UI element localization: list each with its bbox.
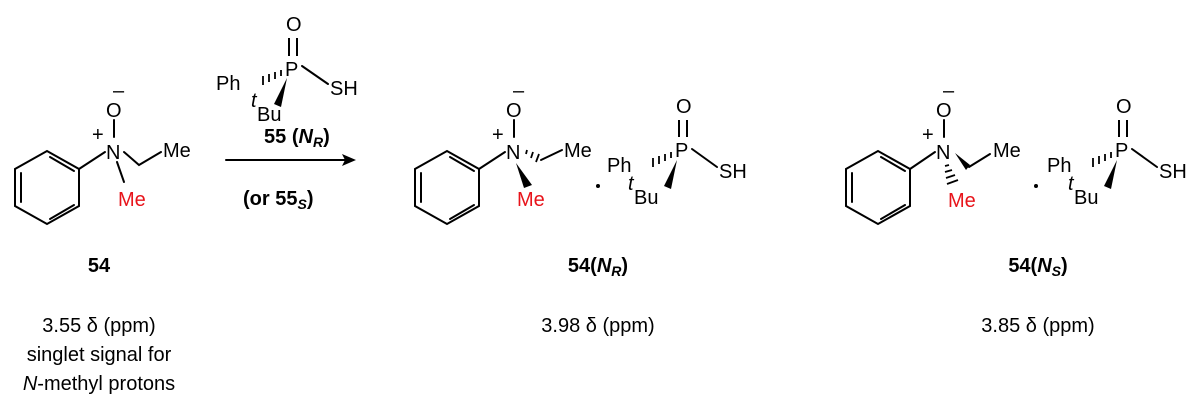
wedge-bond-methyl [516, 163, 532, 188]
hashed-bond-ethyl [525, 149, 540, 163]
benzene-ring-54-nr [414, 149, 480, 226]
n-methyl-label-highlight: Me [517, 189, 545, 211]
oxygen-atom: O [106, 100, 122, 122]
thiol-label: SH [719, 161, 747, 183]
nitrogen-atom: N [936, 142, 950, 164]
shift-54-ns: 3.85 δ (ppm) [981, 315, 1094, 337]
hashed-bond-ph [652, 152, 672, 167]
bond-n-methyl [116, 161, 125, 183]
tbu-superscript: t [251, 90, 258, 112]
wedge-bond-ethyl [955, 153, 970, 170]
wedge-bond-tbu [664, 160, 677, 189]
ethyl-methyl-label: Me [993, 140, 1021, 162]
note-line-2: N-methyl protons [23, 373, 175, 395]
bond-ethyl [540, 149, 563, 161]
oxygen-atom: O [286, 14, 302, 36]
nitrogen-atom: N [106, 142, 120, 164]
tbu-label: Bu [257, 104, 281, 126]
plus-charge: + [92, 124, 104, 146]
alternative-reagent-label: (or 55S) [243, 188, 313, 212]
compound-number-54-ns: 54(NS) [1008, 255, 1067, 279]
benzene-ring-54 [14, 149, 80, 226]
plus-charge: + [922, 124, 934, 146]
ethyl-methyl-label: Me [163, 140, 191, 162]
benzene-ring-54-ns [845, 149, 911, 226]
compound-54-nr-structure: O – N + Me Me O P SH Ph t Bu [414, 80, 747, 226]
minus-charge: – [113, 80, 125, 102]
phenyl-label: Ph [607, 155, 631, 177]
shift-54: 3.55 δ (ppm) [42, 315, 155, 337]
nitrogen-atom: N [506, 142, 520, 164]
ring-double-bond [880, 156, 906, 172]
phenyl-label: Ph [1047, 155, 1071, 177]
phenyl-label: Ph [216, 73, 240, 95]
tbu-label: Bu [1074, 187, 1098, 209]
ring-double-bond [880, 204, 906, 220]
bond-p-sh [691, 148, 718, 168]
wedge-bond-tbu [1104, 160, 1117, 189]
tbu-superscript: t [1068, 173, 1075, 195]
complex-dot [1034, 184, 1038, 188]
complex-dot [596, 184, 600, 188]
ring-double-bond [49, 156, 75, 172]
oxygen-atom: O [506, 100, 522, 122]
oxygen-atom: O [936, 100, 952, 122]
bond-ring-n [909, 151, 936, 170]
bond-ring-n [78, 151, 106, 170]
n-methyl-label-highlight: Me [118, 189, 146, 211]
ring-double-bond [49, 204, 75, 220]
reaction-arrow [225, 154, 356, 166]
wedge-bond-tbu [274, 78, 287, 107]
minus-charge: – [943, 80, 955, 102]
shift-54-nr: 3.98 δ (ppm) [541, 315, 654, 337]
reagent-55-structure: O P SH Ph t Bu 55 (NR) [216, 14, 358, 150]
compound-number-54-nr: 54(NR) [568, 255, 628, 279]
plus-charge: + [492, 124, 504, 146]
n-methyl-label-highlight: Me [948, 190, 976, 212]
ring-double-bond [449, 204, 475, 220]
hashed-bond-ph [1092, 152, 1112, 167]
compound-54-structure: O – N + Me Me [14, 80, 191, 226]
bond-ethyl [968, 153, 991, 168]
oxygen-atom: O [676, 96, 692, 118]
bond-p-sh [1131, 148, 1158, 168]
thiol-label: SH [1159, 161, 1187, 183]
minus-charge: – [513, 80, 525, 102]
bond-ring-n [478, 151, 506, 170]
phosphorus-atom: P [1115, 140, 1128, 162]
ring-double-bond [449, 156, 475, 172]
reagent-label: 55 (NR) [264, 126, 330, 150]
compound-54-ns-structure: O – N + Me Me O P SH Ph t Bu [845, 80, 1187, 226]
bond-ethyl [123, 151, 162, 167]
phosphorus-atom: P [285, 59, 298, 81]
hashed-bond-ph [262, 70, 282, 85]
thiol-label: SH [330, 78, 358, 100]
phosphorus-atom: P [675, 140, 688, 162]
ethyl-methyl-label: Me [564, 140, 592, 162]
bond-p-sh [301, 65, 329, 85]
tbu-superscript: t [628, 173, 635, 195]
oxygen-atom: O [1116, 96, 1132, 118]
hashed-bond-methyl [944, 164, 959, 185]
tbu-label: Bu [634, 187, 658, 209]
note-line-1: singlet signal for [27, 344, 172, 366]
compound-number-54: 54 [88, 255, 111, 277]
